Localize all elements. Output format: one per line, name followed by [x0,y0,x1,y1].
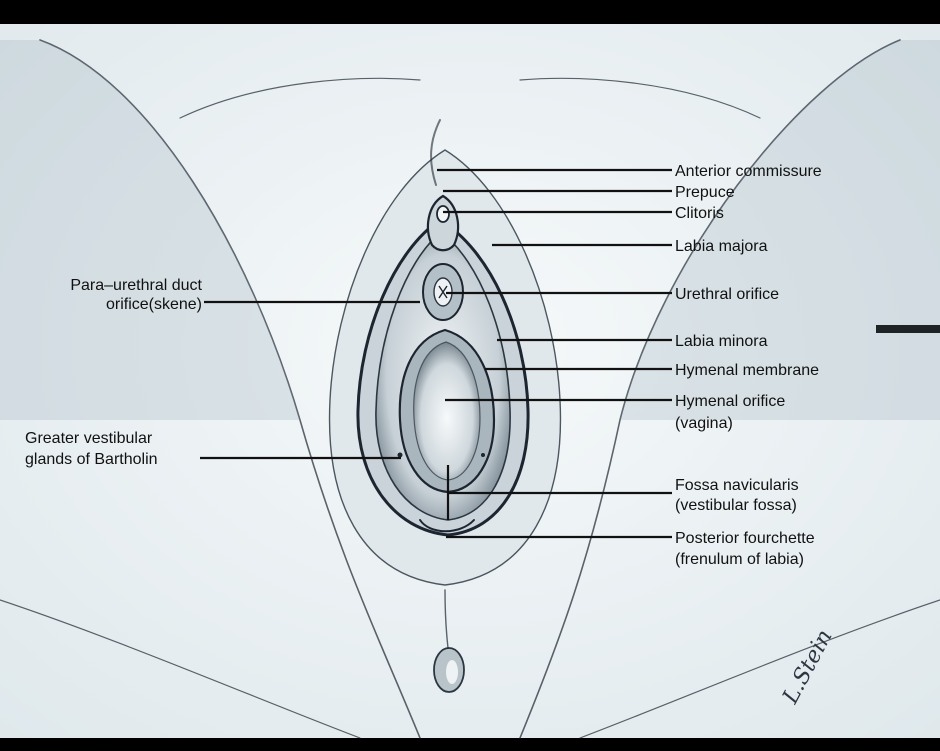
label-bartholin-line2: glands of Bartholin [25,451,158,468]
label-urethral-orifice: Urethral orifice [675,286,779,303]
label-hymenal-membrane: Hymenal membrane [675,362,819,379]
label-anterior-commissure: Anterior commissure [675,163,822,180]
label-prepuce: Prepuce [675,184,735,201]
label-labia-majora: Labia majora [675,238,768,255]
label-para-urethral-line2: orifice(skene) [106,296,202,313]
label-hymenal-orifice-sub: (vagina) [675,415,733,432]
label-posterior-fourchette-sub: (frenulum of labia) [675,551,804,568]
label-fossa-navicularis-sub: (vestibular fossa) [675,497,797,514]
label-bartholin-line1: Greater vestibular [25,430,153,447]
bottom-frame-bar [0,738,940,751]
top-frame-bar [0,0,940,24]
label-clitoris: Clitoris [675,205,724,222]
label-hymenal-orifice: Hymenal orifice [675,393,785,410]
label-para-urethral-line1: Para–urethral duct [70,277,202,294]
label-fossa-navicularis: Fossa navicularis [675,477,799,494]
label-labia-minora: Labia minora [675,333,768,350]
label-posterior-fourchette: Posterior fourchette [675,530,815,547]
